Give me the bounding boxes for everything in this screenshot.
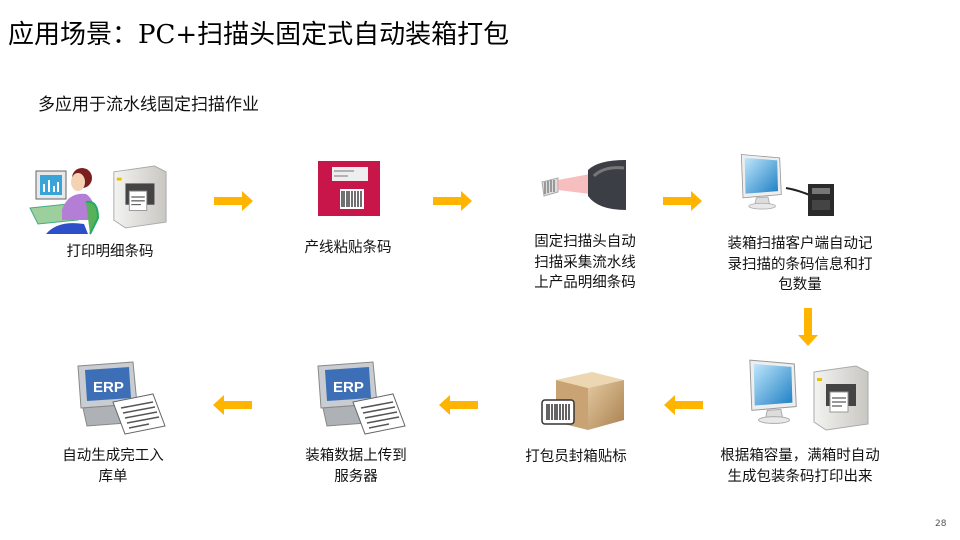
label-line: 装箱扫描客户端自动记 bbox=[727, 236, 873, 252]
arrow-right-icon bbox=[214, 191, 253, 211]
label-line: 打印明细条码 bbox=[66, 244, 154, 260]
computer-scanner-icon bbox=[738, 148, 838, 222]
arrow-left-icon bbox=[664, 395, 703, 415]
label-line: 录扫描的条码信息和打 bbox=[727, 256, 873, 273]
label-line: 装箱数据上传到 bbox=[305, 448, 407, 464]
computer-printer-icon bbox=[746, 354, 871, 436]
label-line: 服务器 bbox=[334, 468, 378, 485]
erp-server-icon: ERP bbox=[73, 360, 168, 439]
step-label-apply-barcode: 产线粘贴条码 bbox=[305, 238, 392, 259]
barcode-label-icon bbox=[318, 161, 380, 220]
barcode-box-icon bbox=[540, 370, 626, 436]
operator-printer-icon bbox=[28, 160, 168, 239]
step-label-seal-box: 打包员封箱贴标 bbox=[525, 447, 627, 468]
fixed-scanner-icon bbox=[538, 156, 626, 218]
arrow-left-icon bbox=[439, 395, 478, 415]
step-label-packing-client: 装箱扫描客户端自动记 录扫描的条码信息和打 包数量 bbox=[728, 234, 873, 296]
label-line: 生成包装条码打印出来 bbox=[727, 468, 873, 485]
label-line: 上产品明细条码 bbox=[534, 275, 636, 291]
label-line: 包数量 bbox=[778, 277, 822, 293]
step-label-print-barcode: 打印明细条码 bbox=[67, 242, 154, 263]
slide-title: 应用场景：PC+扫描头固定式自动装箱打包 bbox=[8, 20, 510, 50]
arrow-down-icon bbox=[798, 308, 818, 346]
page-number: 28 bbox=[935, 519, 947, 529]
label-line: 打包员封箱贴标 bbox=[525, 449, 627, 465]
label-line: 固定扫描头自动 bbox=[534, 234, 636, 250]
step-label-auto-print-package: 根据箱容量，满箱时自动 生成包装条码打印出来 bbox=[720, 446, 880, 487]
step-label-upload-server: 装箱数据上传到 服务器 bbox=[305, 446, 407, 487]
slide-subtitle: 多应用于流水线固定扫描作业 bbox=[38, 95, 259, 115]
step-label-warehouse-receipt: 自动生成完工入 库单 bbox=[62, 446, 164, 487]
erp-screen-text: ERP bbox=[333, 379, 364, 396]
erp-screen-text: ERP bbox=[93, 379, 124, 396]
erp-server-icon: ERP bbox=[313, 360, 408, 439]
step-label-fixed-scan: 固定扫描头自动 扫描采集流水线 上产品明细条码 bbox=[534, 232, 636, 294]
label-line: 库单 bbox=[98, 468, 128, 485]
arrow-right-icon bbox=[663, 191, 702, 211]
label-line: 产线粘贴条码 bbox=[304, 240, 392, 256]
label-line: 自动生成完工入 bbox=[62, 448, 164, 464]
arrow-left-icon bbox=[213, 395, 252, 415]
label-line: 根据箱容量，满箱时自动 bbox=[720, 448, 880, 464]
arrow-right-icon bbox=[433, 191, 472, 211]
label-line: 扫描采集流水线 bbox=[534, 254, 636, 271]
